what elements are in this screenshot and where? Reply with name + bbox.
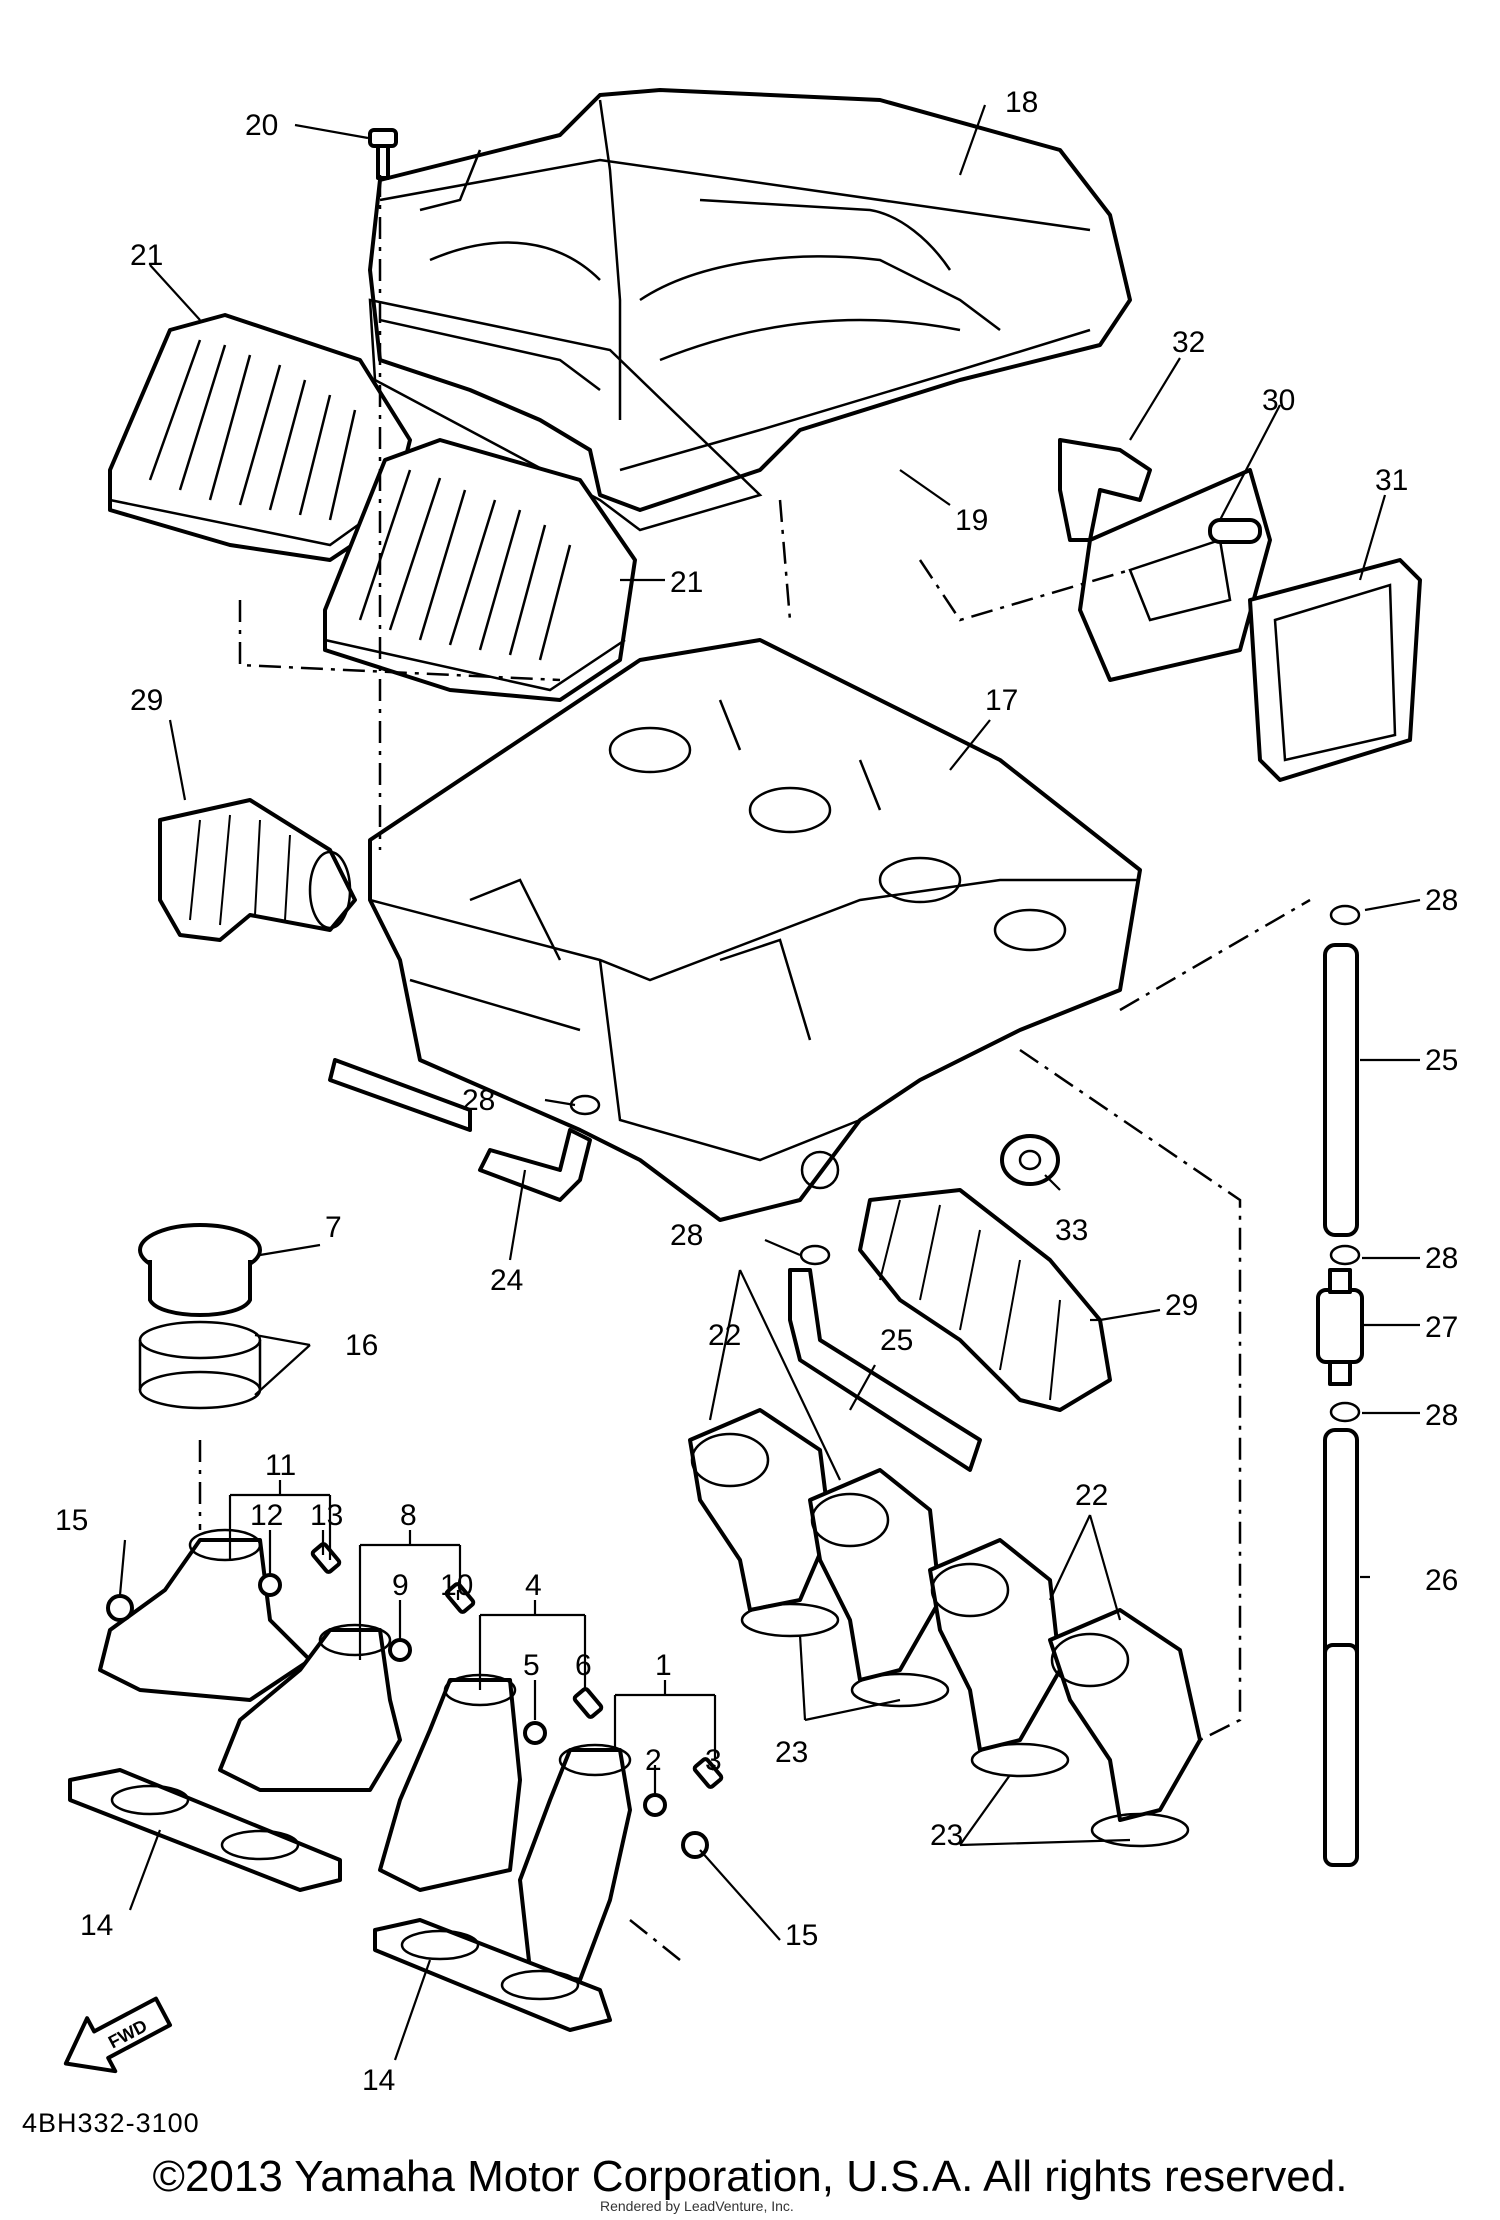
air-filter-case-cover: [368, 88, 1132, 512]
callout-3: 3: [705, 1744, 722, 1777]
callout-28-a: 28: [1425, 884, 1458, 917]
joint-clamps-16: [138, 1320, 262, 1410]
callout-14-lower: 14: [362, 2064, 395, 2097]
cover-gasket: [368, 298, 763, 532]
callout-14-upper: 14: [80, 1909, 113, 1942]
callout-26: 26: [1425, 1564, 1458, 1597]
assembly-lines: [198, 175, 1311, 1961]
callout-18: 18: [1005, 86, 1038, 119]
hose-25-lower: [788, 1268, 982, 1472]
callout-22-right: 22: [1075, 1479, 1108, 1512]
side-plate: [1078, 468, 1272, 682]
callout-17: 17: [985, 684, 1018, 717]
manifold-gasket-upper: [68, 1768, 342, 1892]
breather-joint: [1058, 438, 1152, 542]
air-duct-left: [158, 798, 357, 942]
callout-21-left: 21: [130, 239, 163, 272]
carburetor-joints: [688, 1408, 1202, 1822]
air-duct-right: [858, 1188, 1112, 1412]
callout-25-lower: 25: [880, 1324, 913, 1357]
callout-labels: 1 2 3 4 5 6 7 8 9 10 11 12 13 14 14 15 1…: [55, 86, 1458, 2097]
manifold-screws: [106, 1542, 724, 1859]
intake-manifold-8: [218, 1623, 402, 1792]
hose-26-lower: [1323, 1643, 1359, 1867]
callout-28-d: 28: [1425, 1242, 1458, 1275]
callout-21-right: 21: [670, 566, 703, 599]
callout-28-b: 28: [462, 1084, 495, 1117]
callout-10: 10: [440, 1569, 473, 1602]
callout-29-right: 29: [1165, 1289, 1198, 1322]
callout-30: 30: [1262, 384, 1295, 417]
forward-arrow-icon: FWD: [63, 1996, 173, 2074]
callout-5: 5: [523, 1649, 540, 1682]
callout-7: 7: [325, 1211, 342, 1244]
callout-23-a: 23: [775, 1736, 808, 1769]
copyright-notice: ©2013 Yamaha Motor Corporation, U.S.A. A…: [152, 2152, 1348, 2201]
hose-24: [328, 1058, 472, 1132]
grommet: [1000, 1134, 1060, 1186]
callout-6: 6: [575, 1649, 592, 1682]
callout-1: 1: [655, 1649, 672, 1682]
callout-4: 4: [525, 1569, 542, 1602]
leader-lines: [118, 104, 1421, 2061]
manifold-gasket-lower: [373, 1918, 612, 2032]
callout-8: 8: [400, 1499, 417, 1532]
callout-24: 24: [490, 1264, 523, 1297]
callout-29-left: 29: [130, 684, 163, 717]
callout-25-upper: 25: [1425, 1044, 1458, 1077]
callout-28-c: 28: [670, 1219, 703, 1252]
hose-24-end: [478, 1128, 592, 1202]
callout-22-left: 22: [708, 1319, 741, 1352]
callout-31: 31: [1375, 464, 1408, 497]
callout-20: 20: [245, 109, 278, 142]
fuel-filter: [1316, 1268, 1364, 1386]
callout-19: 19: [955, 504, 988, 537]
callout-23-b: 23: [930, 1819, 963, 1852]
callout-16: 16: [345, 1329, 378, 1362]
callout-11: 11: [265, 1449, 296, 1482]
cover-screw: [368, 128, 398, 180]
callout-33: 33: [1055, 1214, 1088, 1247]
callout-15-left: 15: [55, 1504, 88, 1537]
callout-28-e: 28: [1425, 1399, 1458, 1432]
side-plate-seal: [1248, 558, 1422, 782]
carburetor-joint-7: [138, 1223, 262, 1317]
callout-9: 9: [392, 1569, 409, 1602]
callout-15-right: 15: [785, 1919, 818, 1952]
callout-27: 27: [1425, 1311, 1458, 1344]
callout-32: 32: [1172, 326, 1205, 359]
air-filter-case: [368, 638, 1142, 1222]
intake-manifold-1: [518, 1743, 632, 1982]
hose-25-upper: [1323, 943, 1359, 1237]
air-filter-element-right: [323, 438, 637, 702]
callout-13: 13: [310, 1499, 343, 1532]
diagram-code: 4BH332-3100: [22, 2108, 200, 2138]
intake-manifold-4: [378, 1673, 522, 1892]
callout-2: 2: [645, 1744, 662, 1777]
callout-12: 12: [250, 1499, 283, 1532]
carburetor-joint-clamps: [740, 1602, 1190, 1848]
rendered-by-note: Rendered by LeadVenture, Inc.: [600, 2198, 794, 2214]
